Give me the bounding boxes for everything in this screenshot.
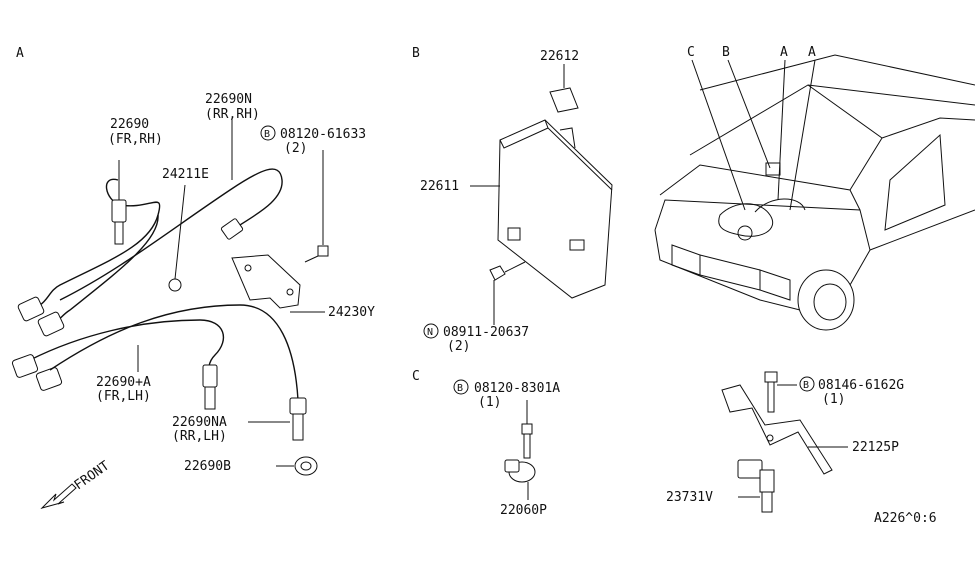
label-22611: 22611 <box>420 179 459 194</box>
label-24230y: 24230Y <box>328 305 375 320</box>
bracket-22125p <box>721 384 848 475</box>
label-bolt-08146-6162g: 08146-6162G <box>818 378 904 393</box>
bracket-24230y <box>231 254 325 313</box>
gasket-22690b <box>276 456 318 476</box>
vehicle-label-a2: A <box>808 45 816 60</box>
label-22060p: 22060P <box>500 503 547 518</box>
bolt-08146-6162g <box>764 371 797 413</box>
sensor-22690n-rr-rh <box>59 118 283 301</box>
label-22690-sub: (FR,RH) <box>108 132 163 147</box>
bolt-r-marker-circle <box>799 376 815 392</box>
section-b-label: B <box>412 46 420 61</box>
label-bolt-r-qty: (1) <box>822 392 845 407</box>
vehicle-label-b: B <box>722 45 730 60</box>
label-22690a-sub: (FR,LH) <box>96 389 151 404</box>
label-22612: 22612 <box>540 49 579 64</box>
label-bolt-qty: (2) <box>284 141 307 156</box>
label-22690: 22690 <box>110 117 149 132</box>
label-23731v: 23731V <box>666 490 713 505</box>
label-24211e: 24211E <box>162 167 209 182</box>
nut-marker-circle <box>423 323 439 339</box>
bolt-08120-8301a <box>521 400 533 459</box>
bolt-c-marker-circle <box>453 379 469 395</box>
sensor-22690a-fr-lh <box>11 319 225 410</box>
label-22690n-sub: (RR,RH) <box>205 107 260 122</box>
section-c-label: C <box>412 369 420 384</box>
vehicle-label-c: C <box>687 45 695 60</box>
bolt-marker-circle <box>260 125 276 141</box>
label-bolt-08120-61633: 08120-61633 <box>280 127 366 142</box>
label-nut-qty: (2) <box>447 339 470 354</box>
cam-sensor-23731v <box>737 459 775 513</box>
vehicle-label-a1: A <box>780 45 788 60</box>
knock-sensor-22060p <box>504 459 536 500</box>
label-nut-08911-20637: 08911-20637 <box>443 325 529 340</box>
reference-code: A226^0:6 <box>874 511 937 526</box>
sensor-22690-fr-rh <box>17 160 161 337</box>
nut-marker-letter: N <box>427 327 433 338</box>
vehicle-illustration <box>654 54 975 331</box>
label-22125p: 22125P <box>852 440 899 455</box>
bolt-marker-letter: B <box>264 129 270 140</box>
label-22690na-sub: (RR,LH) <box>172 429 227 444</box>
nut-08911-20637 <box>489 261 526 325</box>
label-22690na: 22690NA <box>172 415 227 430</box>
label-bolt-c-qty: (1) <box>478 395 501 410</box>
sensor-22690na-rr-lh <box>49 304 307 441</box>
label-22690b: 22690B <box>184 459 231 474</box>
clip-24211e <box>168 184 186 292</box>
front-arrow-icon <box>40 483 77 509</box>
ecu-22611 <box>470 119 613 299</box>
bolt-c-marker-letter: B <box>457 383 463 394</box>
bolt-08120-61633 <box>304 150 329 263</box>
section-a-label: A <box>16 46 24 61</box>
label-22690n: 22690N <box>205 92 252 107</box>
bolt-r-marker-letter: B <box>803 380 809 391</box>
front-label: FRONT <box>72 458 113 493</box>
label-bolt-08120-8301a: 08120-8301A <box>474 381 560 396</box>
cover-22612 <box>549 64 579 113</box>
label-22690a: 22690+A <box>96 375 151 390</box>
